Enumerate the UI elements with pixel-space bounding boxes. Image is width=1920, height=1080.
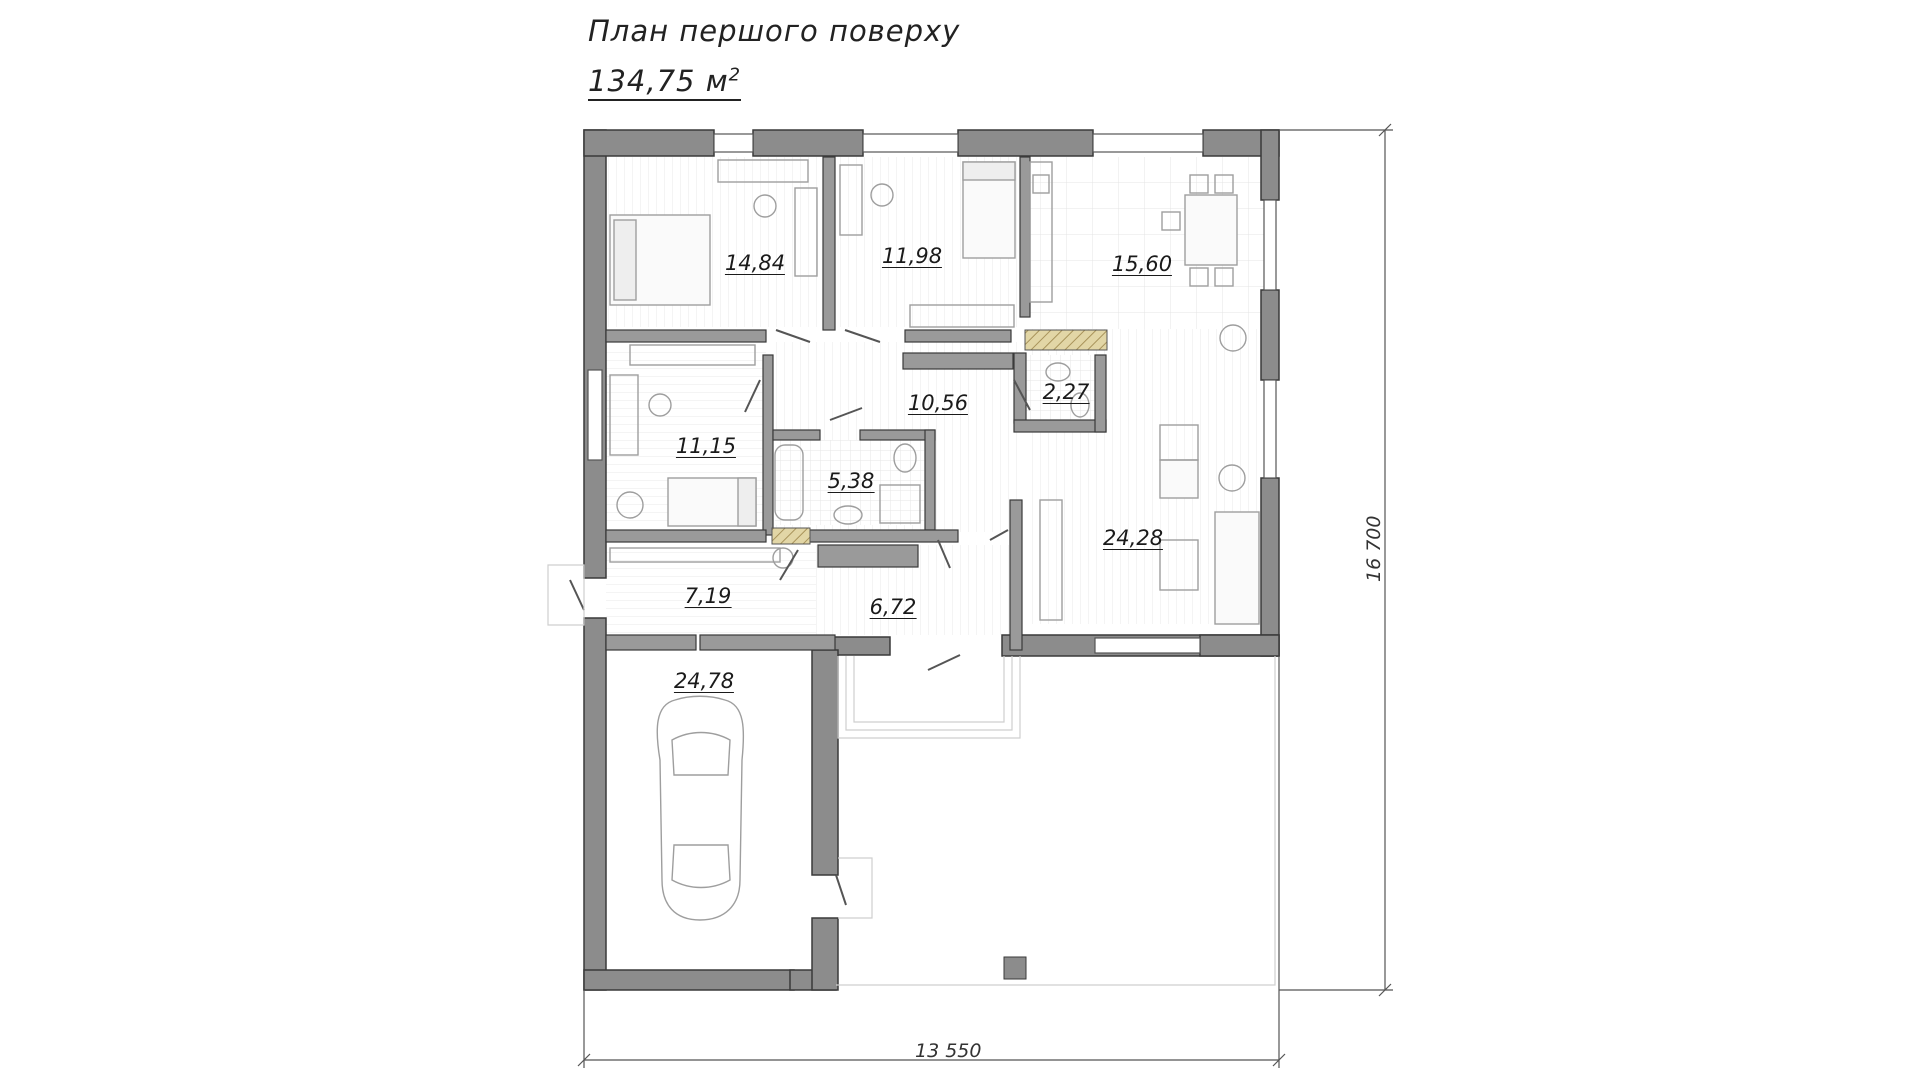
total-area: 134,75 м2 <box>588 64 742 101</box>
armchair <box>1159 459 1199 499</box>
room-area-entrance-hall: 6,72 <box>869 595 917 620</box>
bed-3-pillow <box>737 477 757 527</box>
tv-stand <box>1039 499 1063 621</box>
column <box>1003 956 1027 980</box>
windows <box>587 133 1277 654</box>
room-area-bedroom-2: 11,98 <box>881 244 943 269</box>
shelf-2 <box>839 164 863 236</box>
terrace-outlines <box>547 564 1276 986</box>
coffee-table <box>1159 539 1199 591</box>
room-area-wc: 2,27 <box>1042 380 1090 405</box>
dimension-lines <box>577 123 1393 1068</box>
plant-2 <box>1218 464 1246 492</box>
chair-1 <box>753 194 777 218</box>
shaft-hatch-2 <box>771 527 811 545</box>
floor-bathroom <box>775 440 925 525</box>
room-area-living-room: 24,28 <box>1102 526 1164 551</box>
room-area-kitchen: 15,60 <box>1111 252 1173 277</box>
dining-chair-4 <box>1214 267 1234 287</box>
shaft-hatch-1 <box>1024 329 1108 351</box>
dimension-height: 16 700 <box>1363 515 1385 582</box>
dimension-width: 13 550 <box>915 1040 982 1062</box>
wardrobe-3 <box>629 344 756 366</box>
total-area-value: 134,75 м <box>588 64 729 98</box>
desk-1 <box>717 159 809 183</box>
floor-boiler <box>606 545 816 635</box>
sink-1 <box>833 505 863 525</box>
dining-table <box>1184 194 1238 266</box>
car-windshield <box>671 731 731 776</box>
page-title: План першого поверху <box>588 14 961 48</box>
bed-1-pillows <box>613 219 637 301</box>
furniture <box>609 159 1260 921</box>
desk-3 <box>609 374 639 456</box>
room-area-bedroom-3: 11,15 <box>675 434 737 459</box>
floor-wc <box>1025 355 1095 420</box>
dining-chair-3 <box>1189 267 1209 287</box>
kitchen-counter <box>1029 161 1053 303</box>
plant-1 <box>1219 324 1247 352</box>
car-rear-window <box>671 844 731 889</box>
bathtub <box>774 444 804 521</box>
dining-chair-1 <box>1189 174 1209 194</box>
chair-3 <box>648 393 672 417</box>
bed-2-pillow <box>962 161 1016 181</box>
area-unit-superscript: 2 <box>728 64 742 86</box>
plant-3 <box>616 491 644 519</box>
dining-chair-5 <box>1161 211 1181 231</box>
room-area-hall: 10,56 <box>907 391 969 416</box>
chair-2 <box>870 183 894 207</box>
counter-boiler <box>609 547 781 563</box>
doors <box>569 329 1031 906</box>
wardrobe-2 <box>909 304 1015 328</box>
dining-chair-2 <box>1214 174 1234 194</box>
room-area-bedroom-1: 14,84 <box>724 251 786 276</box>
toilet-1 <box>893 443 917 473</box>
room-area-bathroom: 5,38 <box>827 469 875 494</box>
sofa <box>1214 511 1260 625</box>
sink-wc <box>1045 362 1071 382</box>
shower <box>879 484 921 524</box>
toilet-wc <box>1070 392 1090 418</box>
car <box>656 695 745 921</box>
side-table <box>1159 424 1199 461</box>
room-area-boiler-room: 7,19 <box>684 584 732 609</box>
interior-walls <box>605 156 1107 651</box>
wardrobe-1 <box>794 187 818 277</box>
hob-icon <box>1032 174 1050 194</box>
exterior-walls <box>583 129 1280 991</box>
room-area-garage: 24,78 <box>673 669 735 694</box>
